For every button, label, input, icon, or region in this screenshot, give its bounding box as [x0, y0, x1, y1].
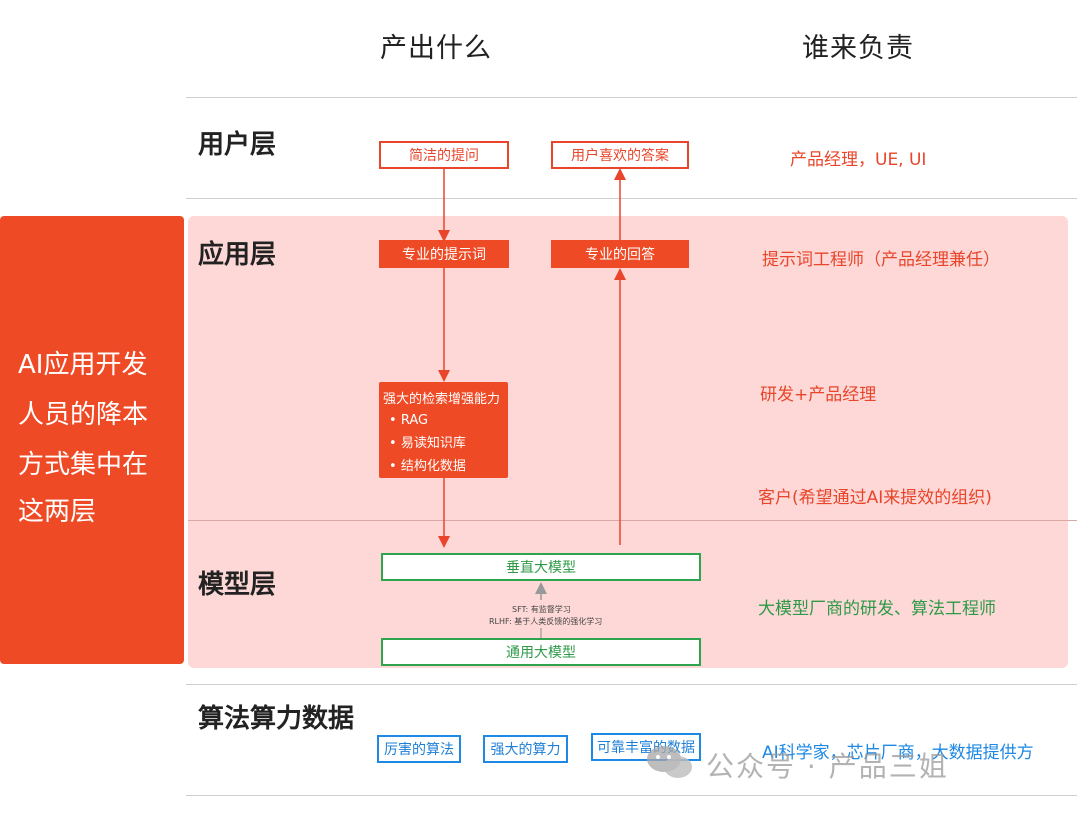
app-model-band — [188, 216, 1068, 668]
side-note-line-4: 这两层 — [18, 497, 97, 527]
box-retrieval: 强大的检索增强能力 • RAG • 易读知识库 • 结构化数据 — [379, 382, 508, 478]
role-dev-pm: 研发+产品经理 — [760, 385, 877, 405]
divider-top — [186, 97, 1077, 98]
side-note-line-3: 方式集中在 — [18, 450, 149, 480]
layer-title-app: 应用层 — [198, 240, 277, 270]
divider-app-model — [188, 520, 1077, 521]
role-prompt-engineer: 提示词工程师（产品经理兼任） — [762, 250, 1000, 270]
column-header-owner: 谁来负责 — [802, 33, 914, 64]
box-concise-question: 简洁的提问 — [379, 141, 509, 169]
role-user-layer: 产品经理，UE, UI — [790, 150, 927, 170]
divider-model-bottom — [186, 684, 1077, 685]
watermark-text: 公众号 · 产品三姐 — [706, 750, 949, 783]
retrieval-item: • 结构化数据 — [389, 459, 466, 474]
box-vertical-model: 垂直大模型 — [381, 553, 701, 581]
side-note-line-2: 人员的降本 — [18, 400, 149, 430]
box-pro-prompt: 专业的提示词 — [379, 240, 509, 268]
side-note-line-1: AI应用开发 — [18, 350, 148, 380]
retrieval-item: • RAG — [389, 413, 429, 428]
wechat-icon — [647, 746, 692, 778]
box-algorithm: 厉害的算法 — [377, 735, 461, 763]
box-general-model: 通用大模型 — [381, 638, 701, 666]
retrieval-item: • 易读知识库 — [389, 436, 466, 451]
box-user-liked-answer: 用户喜欢的答案 — [551, 141, 689, 169]
layer-title-infra: 算法算力数据 — [198, 704, 355, 734]
role-customer: 客户(希望通过AI来提效的组织) — [758, 488, 992, 508]
column-header-output: 产出什么 — [380, 33, 492, 64]
role-infra-layer: AI科学家，芯片厂商，大数据提供方 — [762, 743, 1034, 763]
layer-title-model: 模型层 — [198, 570, 277, 600]
divider-user-bottom — [186, 198, 1077, 199]
side-note-panel: AI应用开发 人员的降本 方式集中在 这两层 — [0, 216, 184, 664]
layer-title-user: 用户层 — [198, 130, 277, 160]
sft-label: SFT: 有监督学习 — [512, 605, 571, 614]
divider-bottom — [186, 795, 1077, 796]
box-pro-answer: 专业的回答 — [551, 240, 689, 268]
retrieval-title: 强大的检索增强能力 — [383, 392, 501, 407]
box-compute: 强大的算力 — [483, 735, 568, 763]
role-model-layer: 大模型厂商的研发、算法工程师 — [758, 599, 996, 619]
rlhf-label: RLHF: 基于人类反馈的强化学习 — [489, 617, 603, 626]
